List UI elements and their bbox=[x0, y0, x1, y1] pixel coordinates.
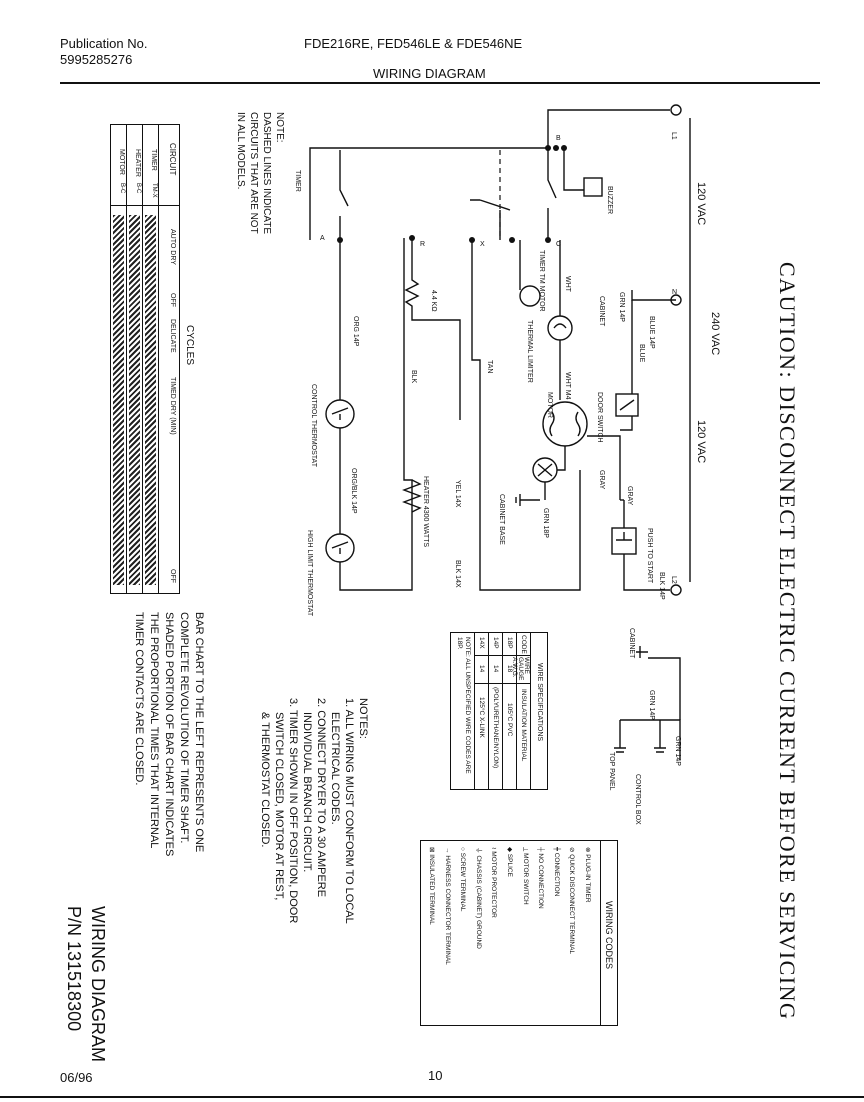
circuit-header: CIRCUIT bbox=[168, 143, 177, 176]
high-limit-thermostat: ORG/BLK 14P HIGH LIMIT THERMOSTAT bbox=[306, 468, 413, 617]
svg-text:TOP PANEL: TOP PANEL bbox=[608, 752, 615, 791]
control-thermostat: ORG 14P CONTROL THERMOSTAT bbox=[310, 240, 359, 520]
svg-text:DOOR SWITCH: DOOR SWITCH bbox=[596, 392, 603, 443]
resistor: 4.4 KΩ bbox=[404, 238, 461, 420]
motor-switch: GRAY bbox=[532, 457, 605, 490]
svg-text:BLK 14P: BLK 14P bbox=[658, 572, 665, 600]
svg-text:GRN 14P: GRN 14P bbox=[674, 736, 681, 766]
terminal-l1-label: L1 bbox=[670, 132, 677, 140]
chassis-ground-icon: ⏚ CHASSIS (CABINET) GROUND bbox=[474, 847, 482, 949]
harness-connector-icon: → HARNESS CONNECTOR TERMINAL bbox=[443, 847, 451, 965]
cycle-chart: CYCLES CIRCUIT AUTO DRY OFF DELICATE TIM… bbox=[110, 124, 195, 594]
svg-text:CABINET: CABINET bbox=[628, 628, 635, 659]
motor-switch-icon: ⟂ MOTOR SWITCH bbox=[521, 847, 529, 905]
insulated-terminal-icon: ⊠ INSULATED TERMINAL bbox=[428, 847, 436, 925]
footer-date: 06/96 bbox=[60, 1070, 93, 1085]
svg-text:ORG 14P: ORG 14P bbox=[352, 316, 359, 347]
terminal-l2-label: L2 bbox=[670, 576, 677, 584]
no-connection-icon: ┼ NO CONNECTION bbox=[537, 847, 545, 909]
notes-block: NOTES: 1. ALL WIRING MUST CONFORM TO LOC… bbox=[259, 698, 369, 924]
door-switch: DOOR SWITCH bbox=[596, 392, 639, 443]
svg-text:TIMER TM MOTOR: TIMER TM MOTOR bbox=[538, 250, 545, 312]
svg-text:GRN 14P: GRN 14P bbox=[648, 690, 655, 720]
svg-text:GRAY: GRAY bbox=[598, 470, 605, 490]
svg-text:CABINET BASE: CABINET BASE bbox=[498, 494, 505, 545]
svg-text:C: C bbox=[556, 241, 561, 248]
svg-text:MOTOR: MOTOR bbox=[546, 392, 553, 418]
publication-number: 5995285276 bbox=[60, 52, 133, 67]
dashed-lines-note: NOTE: DASHED LINES INDICATE CIRCUITS THA… bbox=[235, 112, 285, 235]
terminal-l1: L1 bbox=[670, 104, 682, 140]
svg-text:X: X bbox=[480, 241, 485, 248]
wire-specifications: WIRE SPECIFICATIONS CODE WIRE GAUGE A.W.… bbox=[450, 632, 548, 790]
svg-text:TAN: TAN bbox=[486, 360, 493, 373]
bar-chart-note: BAR CHART TO THE LEFT REPRESENTS ONE COM… bbox=[133, 612, 205, 857]
heater-element: HEATER 4300 WATTS YEL 14X BLK 14X bbox=[402, 476, 461, 588]
svg-text:4.4 KΩ: 4.4 KΩ bbox=[430, 290, 437, 312]
ground-diagram: CABINET GRN 14P GRN 14P TOP PANEL CONTRO… bbox=[608, 628, 681, 825]
svg-text:A: A bbox=[320, 235, 325, 242]
svg-text:YEL 14X: YEL 14X bbox=[454, 480, 461, 508]
svg-text:BLUE 14P: BLUE 14P bbox=[648, 316, 655, 349]
svg-text:HEATER 4300 WATTS: HEATER 4300 WATTS bbox=[422, 476, 429, 547]
part-number-block: WIRING DIAGRAM P/N 131518300 bbox=[64, 906, 108, 1062]
section-title: WIRING DIAGRAM bbox=[373, 66, 486, 81]
svg-text:GRAY: GRAY bbox=[626, 486, 633, 506]
voltage-120-top: 120 VAC bbox=[695, 182, 707, 225]
publication-label: Publication No. bbox=[60, 36, 148, 51]
svg-text:CONTROL BOX: CONTROL BOX bbox=[634, 774, 641, 825]
svg-text:PUSH TO START: PUSH TO START bbox=[646, 528, 653, 584]
quick-disconnect-icon: ⊘ QUICK DISCONNECT TERMINAL bbox=[568, 847, 576, 955]
header-rule bbox=[60, 82, 820, 84]
terminal-l2: L2 bbox=[670, 576, 682, 596]
splice-icon: ◆ SPLICE bbox=[506, 847, 514, 877]
svg-text:ORG/BLK 14P: ORG/BLK 14P bbox=[350, 468, 357, 514]
motor-bar bbox=[113, 215, 124, 585]
svg-text:GRN 18P: GRN 18P bbox=[542, 508, 549, 538]
connection-icon: ┿ CONNECTION bbox=[552, 847, 560, 897]
timer-contacts: A R X C B TIMER bbox=[294, 135, 561, 248]
svg-text:THERMAL LIMITER: THERMAL LIMITER bbox=[526, 320, 533, 383]
svg-text:BLUE: BLUE bbox=[638, 344, 645, 363]
svg-text:WHT: WHT bbox=[564, 276, 571, 293]
svg-text:BUZZER: BUZZER bbox=[606, 186, 613, 214]
motor: MOTOR WHT M4 bbox=[542, 340, 621, 500]
heater-bar bbox=[129, 215, 140, 585]
model-numbers: FDE216RE, FED546LE & FDE546NE bbox=[304, 36, 523, 51]
wiring-codes-legend: WIRING CODES ⊗ PLUG-IN TIMER ⊘ QUICK DIS… bbox=[420, 840, 618, 1026]
svg-text:B: B bbox=[556, 135, 561, 142]
voltage-120-bottom: 120 VAC bbox=[695, 420, 707, 463]
motor-protector-icon: ≀ MOTOR PROTECTOR bbox=[490, 847, 498, 918]
cycle-chart-title: CYCLES bbox=[184, 325, 195, 366]
svg-text:CONTROL THERMOSTAT: CONTROL THERMOSTAT bbox=[310, 384, 317, 468]
svg-text:GRN 14P: GRN 14P bbox=[618, 292, 625, 322]
svg-text:BLK 14X: BLK 14X bbox=[454, 560, 461, 588]
buzzer: BUZZER bbox=[563, 148, 613, 214]
timer-motor: TIMER TM MOTOR bbox=[519, 240, 545, 312]
timer-label: TIMER bbox=[294, 170, 301, 192]
timer-bar bbox=[145, 215, 156, 585]
svg-text:BLK: BLK bbox=[410, 370, 417, 384]
svg-text:WHT M4: WHT M4 bbox=[564, 372, 571, 400]
push-to-start-switch: PUSH TO START BLK 14P bbox=[611, 500, 670, 600]
terminal-n-label: N bbox=[672, 289, 677, 296]
footer-rule bbox=[0, 1096, 864, 1098]
thermal-limiter: THERMAL LIMITER WHT bbox=[526, 240, 573, 383]
svg-text:HIGH LIMIT THERMOSTAT: HIGH LIMIT THERMOSTAT bbox=[306, 530, 313, 617]
svg-text:R: R bbox=[420, 241, 425, 248]
page-number: 10 bbox=[428, 1068, 443, 1083]
screw-terminal-icon: ○ SCREW TERMINAL bbox=[459, 847, 467, 912]
voltage-240: 240 VAC bbox=[709, 312, 721, 355]
plug-in-timer-icon: ⊗ PLUG-IN TIMER bbox=[584, 847, 591, 903]
terminal-n: N bbox=[670, 289, 682, 306]
cabinet-base-ground: CABINET BASE GRN 18P bbox=[498, 494, 549, 545]
svg-text:CABINET: CABINET bbox=[598, 296, 605, 327]
